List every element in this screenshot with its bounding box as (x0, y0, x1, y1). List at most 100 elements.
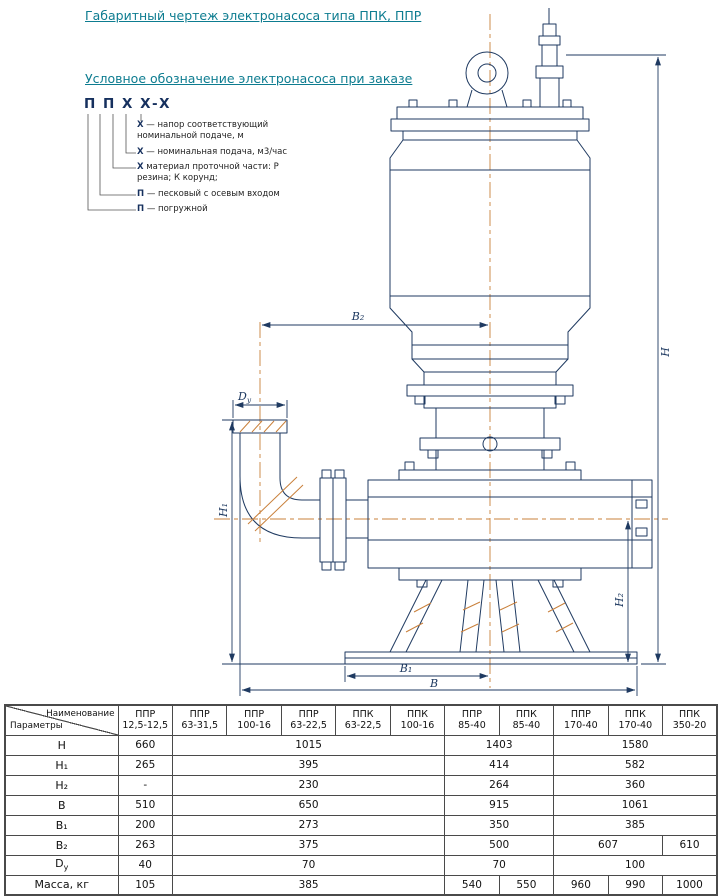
value-cell: 350 (444, 814, 555, 836)
bolt (321, 469, 332, 479)
value-cell: 273 (171, 814, 446, 836)
pipe-flange (319, 477, 334, 563)
designation-title: Условное обозначение электронасоса при з… (85, 71, 413, 86)
value-cell: 100 (553, 854, 718, 876)
value-cell: - (117, 774, 173, 796)
column-size: 12,5-12,5 (122, 720, 169, 732)
value-cell: 540 (444, 874, 500, 896)
bolt (554, 395, 566, 405)
dim-label-b2: B₂ (351, 310, 365, 323)
dim-label-dy-sub: y (246, 396, 252, 405)
bolt (321, 561, 332, 571)
column-size: 63-22,5 (344, 720, 382, 732)
column-size: 63-31,5 (181, 720, 219, 732)
support-leg (459, 579, 485, 653)
lifting-eye-base (466, 89, 508, 108)
column-size: 100-16 (400, 720, 435, 732)
value-cell: 1015 (171, 734, 446, 756)
value-cell: 610 (662, 834, 718, 856)
bolt (427, 449, 439, 459)
elbow-inner (279, 477, 303, 501)
param-label: H₂ (4, 774, 119, 796)
dim-label-b1: B₁ (399, 662, 413, 675)
param-label: H (4, 734, 119, 756)
hatch-marks (239, 420, 574, 633)
pump-body (232, 8, 653, 665)
value-cell: 510 (117, 794, 173, 816)
legend-item: П — песковый с осевым входом (137, 189, 280, 199)
value-cell: 1580 (553, 734, 718, 756)
value-cell: 200 (117, 814, 173, 836)
cable-gland (535, 65, 564, 79)
legend-item-code: Х (137, 147, 144, 157)
value-cell: 105 (117, 874, 173, 896)
cable-gland (542, 23, 557, 37)
column-series: ППР (298, 709, 319, 721)
column-series: ППК (624, 709, 646, 721)
support-leg (389, 579, 443, 653)
center-lines (214, 14, 668, 688)
casing-bottom-flange (398, 567, 582, 581)
legend-item: Х материал проточной части: Р резина; К … (137, 162, 279, 183)
column-size: 100-16 (237, 720, 271, 732)
dim-label-dy: Dy (237, 390, 252, 405)
legend-item: П — погружной (137, 204, 208, 214)
support-leg (495, 579, 521, 653)
column-series: ППР (135, 709, 156, 721)
value-cell: 1000 (662, 874, 718, 896)
bolt (414, 395, 426, 405)
pump-casing (367, 479, 653, 569)
value-cell: 40 (117, 854, 173, 876)
bolt (565, 461, 576, 471)
value-cell: 607 (553, 834, 664, 856)
legend-item-code: Х (137, 162, 144, 172)
pump-outline-drawing: H H₁ H₂ B₂ B₁ B Dy (87, 8, 672, 696)
cable-gland (539, 77, 560, 108)
support-leg (537, 579, 591, 653)
corner-label-bottom: Параметры (10, 720, 63, 731)
value-cell: 1403 (444, 734, 555, 756)
dim-label-h1: H₁ (217, 503, 230, 518)
inspection-plug (482, 436, 498, 452)
value-cell: 960 (553, 874, 609, 896)
value-cell: 990 (607, 874, 664, 896)
value-cell: 500 (444, 834, 555, 856)
bolt (334, 469, 345, 479)
legend-item-code: П (137, 189, 145, 199)
value-cell: 395 (171, 754, 446, 776)
value-cell: 582 (553, 754, 718, 776)
dim-label-b: B (429, 677, 438, 690)
designation-legend: Х — напор соответствующий номинальной по… (137, 120, 295, 215)
value-cell: 1061 (553, 794, 718, 816)
param-label: B₂ (4, 834, 119, 856)
legend-item-code: П (137, 204, 145, 214)
bolt (522, 99, 532, 108)
legend-item: Х — номинальная подача, м3/час (137, 147, 288, 157)
legend-item-code: Х (137, 120, 144, 130)
column-size: 85-40 (512, 720, 541, 732)
dimension-labels: H H₁ H₂ B₂ B₁ B Dy (217, 310, 672, 690)
value-cell: 660 (117, 734, 173, 756)
value-cell: 70 (171, 854, 446, 876)
value-cell: 375 (171, 834, 446, 856)
column-size: 350-20 (672, 720, 707, 732)
bolt (541, 449, 553, 459)
cable-gland (541, 44, 558, 67)
value-cell: 385 (553, 814, 718, 836)
corner-label-top: Наименование (46, 709, 115, 719)
column-series: ППК (352, 709, 374, 721)
value-cell: 385 (171, 874, 446, 896)
